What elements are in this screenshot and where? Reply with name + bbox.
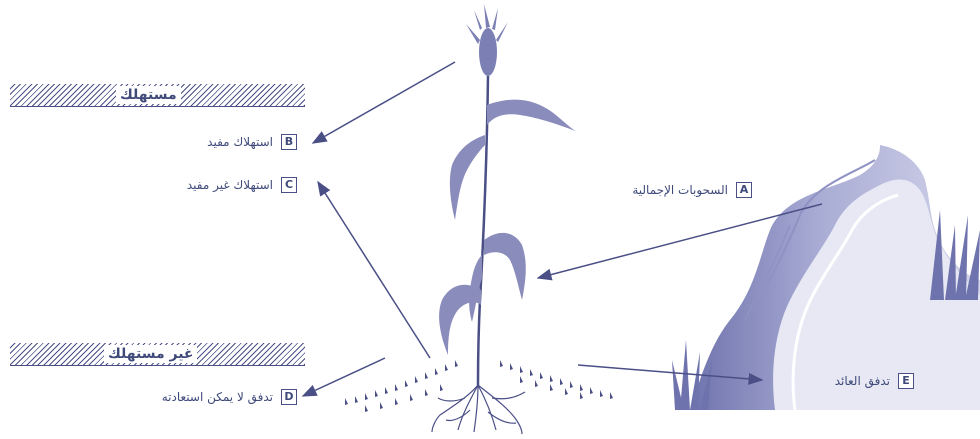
arrow-to-C (318, 182, 430, 358)
reeds-right (930, 210, 980, 300)
consumptive-header: مستهلك (116, 86, 181, 104)
label-E-text: تدفق العائد (835, 374, 890, 388)
label-A-text: السحوبات الإجمالية (632, 183, 728, 197)
non-consumptive-header: غير مستهلك (104, 345, 197, 363)
label-E: E تدفق العائد (835, 373, 914, 389)
label-D-text: تدفق لا يمكن استعادته (162, 390, 273, 404)
letter-box-B: B (281, 134, 297, 150)
label-C: C استهلاك غير مفيد (187, 177, 297, 193)
label-B: B استهلاك مفيد (207, 134, 297, 150)
letter-box-E: E (898, 373, 914, 389)
letter-box-A: A (736, 182, 752, 198)
wheat-plant (432, 4, 578, 434)
letter-box-D: D (281, 389, 297, 405)
wheat-ear (466, 4, 508, 76)
label-C-text: استهلاك غير مفيد (187, 178, 273, 192)
arrow-to-B (313, 62, 455, 143)
label-A: A السحوبات الإجمالية (632, 182, 752, 198)
label-B-text: استهلاك مفيد (207, 135, 273, 149)
letter-box-C: C (281, 177, 297, 193)
arrow-to-D (303, 358, 385, 396)
plant-roots (432, 385, 525, 434)
label-D: D تدفق لا يمكن استعادته (162, 389, 297, 405)
left-water-stream (345, 360, 458, 412)
plant-leaves (439, 100, 578, 355)
